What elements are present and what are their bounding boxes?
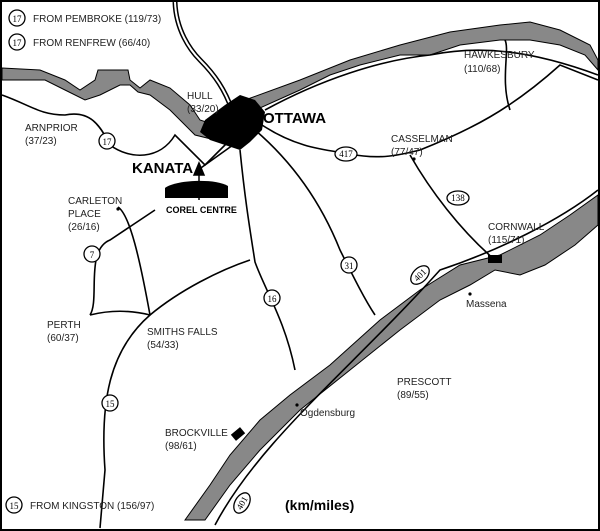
- city-kanata: KANATA: [132, 160, 193, 177]
- svg-text:15: 15: [10, 501, 20, 511]
- route-shield-16: 16: [263, 289, 281, 307]
- svg-text:SMITHS FALLS: SMITHS FALLS: [147, 327, 218, 338]
- svg-text:17: 17: [13, 14, 23, 24]
- route-shield-138: 138: [446, 190, 470, 206]
- city-carleton-place: CARLETON PLACE (26/16): [68, 196, 122, 233]
- route-shield-7: 7: [83, 245, 101, 263]
- svg-text:138: 138: [451, 193, 465, 203]
- city-hull: HULL (33/20): [187, 91, 219, 115]
- svg-text:PERTH: PERTH: [47, 320, 81, 331]
- svg-text:(54/33): (54/33): [147, 340, 179, 351]
- svg-text:(60/37): (60/37): [47, 333, 79, 344]
- svg-text:BROCKVILLE: BROCKVILLE: [165, 428, 228, 439]
- city-cornwall: CORNWALL (115/71): [488, 222, 545, 246]
- city-perth: PERTH (60/37): [47, 320, 81, 344]
- city-brockville: BROCKVILLE (98/61): [165, 428, 228, 452]
- city-ogdensburg: Ogdensburg: [300, 408, 355, 419]
- cornwall-marker: [488, 255, 502, 263]
- carleton-place-dot: [116, 207, 120, 211]
- svg-text:17: 17: [103, 137, 113, 147]
- svg-text:(115/71): (115/71): [488, 235, 525, 246]
- route-shield-401: 401: [233, 492, 251, 514]
- legend-item: 17 FROM RENFREW (66/40): [8, 33, 150, 51]
- city-ottawa: OTTAWA: [263, 110, 326, 127]
- svg-text:HULL: HULL: [187, 91, 213, 102]
- legend-item: 15 FROM KINGSTON (156/97): [5, 496, 154, 514]
- route-shield-15: 15: [101, 394, 119, 412]
- svg-text:FROM RENFREW (66/40): FROM RENFREW (66/40): [33, 38, 150, 49]
- route-shield-31: 31: [340, 256, 358, 274]
- massena-dot: [468, 292, 472, 296]
- svg-text:(110/68): (110/68): [464, 64, 501, 75]
- svg-text:FROM KINGSTON (156/97): FROM KINGSTON (156/97): [30, 501, 154, 512]
- svg-text:(26/16): (26/16): [68, 222, 100, 233]
- units-label: (km/miles): [285, 497, 354, 513]
- svg-text:CARLETON: CARLETON: [68, 196, 122, 207]
- casselman-dot: [412, 157, 416, 161]
- svg-text:7: 7: [90, 250, 95, 260]
- svg-text:417: 417: [339, 149, 353, 159]
- city-casselman: CASSELMAN (77/47): [391, 134, 453, 158]
- svg-text:PRESCOTT: PRESCOTT: [397, 377, 451, 388]
- svg-text:17: 17: [13, 38, 23, 48]
- svg-text:31: 31: [345, 261, 354, 271]
- gatineau-river: [174, 1, 233, 111]
- svg-text:15: 15: [106, 399, 116, 409]
- corel-centre-logo: COREL CENTRE: [165, 180, 237, 215]
- city-smiths-falls: SMITHS FALLS (54/33): [147, 327, 218, 351]
- city-prescott: PRESCOTT (89/55): [397, 377, 451, 401]
- ottawa-river-east: [243, 21, 599, 109]
- svg-text:(98/61): (98/61): [165, 441, 197, 452]
- svg-text:16: 16: [268, 294, 278, 304]
- svg-text:FROM PEMBROKE (119/73): FROM PEMBROKE (119/73): [33, 14, 161, 25]
- svg-text:CORNWALL: CORNWALL: [488, 222, 545, 233]
- ogdensburg-dot: [295, 403, 299, 407]
- svg-text:(77/47): (77/47): [391, 147, 423, 158]
- svg-text:CASSELMAN: CASSELMAN: [391, 134, 453, 145]
- brockville-marker: [230, 427, 246, 441]
- route-shield-417: 417: [334, 146, 358, 162]
- svg-text:COREL CENTRE: COREL CENTRE: [166, 205, 237, 215]
- route-shield-17: 17: [98, 132, 116, 150]
- ottawa-urban-area: [200, 95, 265, 150]
- svg-text:PLACE: PLACE: [68, 209, 101, 220]
- legend-item: 17 FROM PEMBROKE (119/73): [8, 9, 161, 27]
- svg-text:ARNPRIOR: ARNPRIOR: [25, 123, 78, 134]
- svg-text:(89/55): (89/55): [397, 390, 429, 401]
- route-shield-401: 401: [410, 265, 430, 285]
- city-hawkesbury: HAWKESBURY (110/68): [464, 50, 535, 75]
- svg-text:HAWKESBURY: HAWKESBURY: [464, 50, 535, 61]
- city-arnprior: ARNPRIOR (37/23): [25, 123, 78, 147]
- svg-text:(37/23): (37/23): [25, 136, 57, 147]
- road-network: [1, 39, 599, 529]
- svg-text:(33/20): (33/20): [187, 104, 219, 115]
- city-massena: Massena: [466, 299, 507, 310]
